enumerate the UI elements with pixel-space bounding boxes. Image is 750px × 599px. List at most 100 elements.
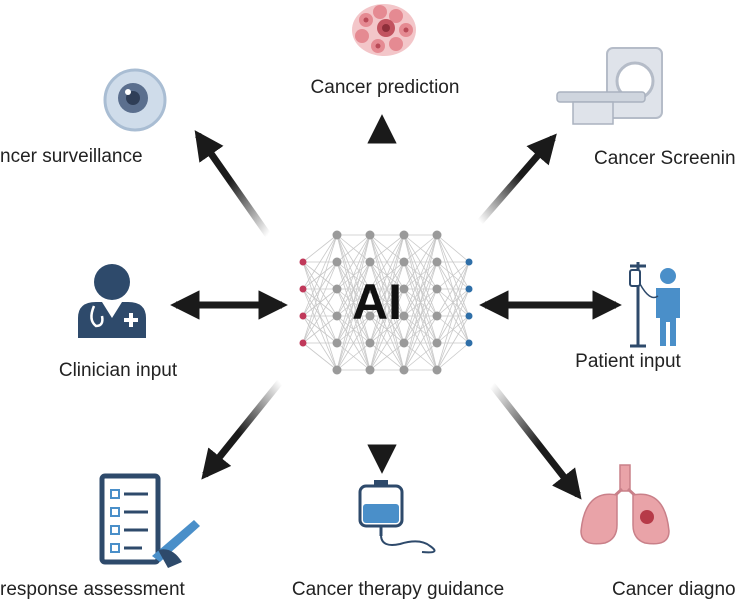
hidden-node (399, 257, 409, 267)
checklist-icon (99, 473, 200, 568)
network-edge (403, 234, 438, 317)
label-cancer-prediction: Cancer prediction (311, 77, 460, 98)
network-edge (302, 342, 338, 371)
network-edge (403, 234, 438, 371)
ai-label: AI (352, 274, 402, 330)
network-edge (369, 261, 405, 371)
arrow-to-cancer-surveillance (194, 130, 271, 238)
hidden-node (432, 257, 442, 267)
network-edge (403, 261, 438, 371)
output-node (465, 285, 473, 293)
network-edge (336, 234, 371, 290)
network-edge (436, 342, 470, 371)
network-edge (403, 234, 438, 263)
label-clinician-input: Clinician input (59, 360, 178, 381)
network-edge (302, 288, 338, 344)
label-response-assessment: response assessment (0, 579, 186, 599)
output-node (465, 339, 473, 347)
hidden-node (332, 311, 342, 321)
hidden-node (365, 284, 375, 294)
network-edge (336, 288, 371, 371)
arrow-to-cancer-screening (477, 133, 557, 225)
hidden-node (399, 284, 409, 294)
network-edge (403, 234, 438, 290)
iv-bag-icon (358, 480, 436, 554)
hidden-node (432, 230, 442, 240)
network-edge (369, 234, 405, 263)
network-edge (369, 234, 405, 317)
eye-scan-icon (103, 68, 167, 132)
network-edge (336, 315, 371, 371)
network-edge (403, 342, 438, 371)
network-edge (436, 261, 470, 317)
hidden-node (432, 311, 442, 321)
output-node (465, 258, 473, 266)
network-edge (302, 234, 338, 263)
hidden-node (332, 284, 342, 294)
label-cancer-screening: Cancer Screenin (594, 148, 736, 169)
hidden-node (332, 230, 342, 240)
input-node (299, 339, 307, 347)
arrow-to-response-assessment (201, 379, 283, 480)
network-edge (302, 234, 338, 317)
label-cancer-diagnosis: Cancer diagno (612, 579, 736, 599)
network-edge (302, 234, 338, 344)
hidden-node (365, 230, 375, 240)
network-edge (369, 288, 405, 371)
arrows (170, 114, 622, 500)
network-edge (336, 234, 371, 317)
network-edge (403, 234, 438, 344)
network-edge (403, 288, 438, 371)
network-edge (369, 234, 405, 344)
hidden-node (432, 365, 442, 375)
arrow-to-cancer-diagnosis (489, 382, 582, 500)
doctor-icon (78, 264, 146, 338)
network-edge (369, 342, 405, 371)
hidden-node (332, 257, 342, 267)
patient-iv-icon (629, 262, 680, 348)
network-edge (336, 234, 371, 263)
network-edge (436, 288, 470, 371)
lungs-icon (580, 464, 670, 545)
network-edge (336, 234, 371, 371)
label-patient-input: Patient input (575, 351, 681, 372)
network-edge (336, 261, 371, 371)
cell-cluster-icon (352, 4, 416, 56)
output-node (465, 312, 473, 320)
network-edge (302, 234, 338, 290)
hidden-node (432, 284, 442, 294)
network-edge (436, 315, 470, 371)
network-edge (436, 261, 470, 290)
neural-network (299, 230, 473, 375)
hidden-node (399, 365, 409, 375)
hidden-node (365, 338, 375, 348)
hidden-node (332, 365, 342, 375)
network-edge (369, 315, 405, 371)
network-edge (436, 261, 470, 371)
network-edge (369, 234, 405, 371)
input-node (299, 258, 307, 266)
network-edge (336, 234, 371, 344)
network-edge (403, 315, 438, 371)
network-edge (302, 261, 338, 344)
hidden-node (399, 311, 409, 321)
hidden-node (332, 338, 342, 348)
ct-scanner-icon (556, 47, 663, 125)
network-edge (336, 342, 371, 371)
network-edge (302, 315, 338, 344)
hidden-node (365, 365, 375, 375)
network-edge (369, 234, 405, 290)
network-edge (436, 261, 470, 344)
network-edge (436, 234, 470, 263)
label-cancer-therapy-guidance: Cancer therapy guidance (292, 579, 504, 599)
hidden-node (432, 338, 442, 348)
hidden-node (365, 311, 375, 321)
hidden-node (399, 338, 409, 348)
label-cancer-surveillance: ncer surveillance (0, 146, 143, 167)
input-node (299, 285, 307, 293)
input-node (299, 312, 307, 320)
hidden-node (399, 230, 409, 240)
labels: Cancer prediction ncer surveillance Canc… (0, 77, 736, 599)
hidden-node (365, 257, 375, 267)
